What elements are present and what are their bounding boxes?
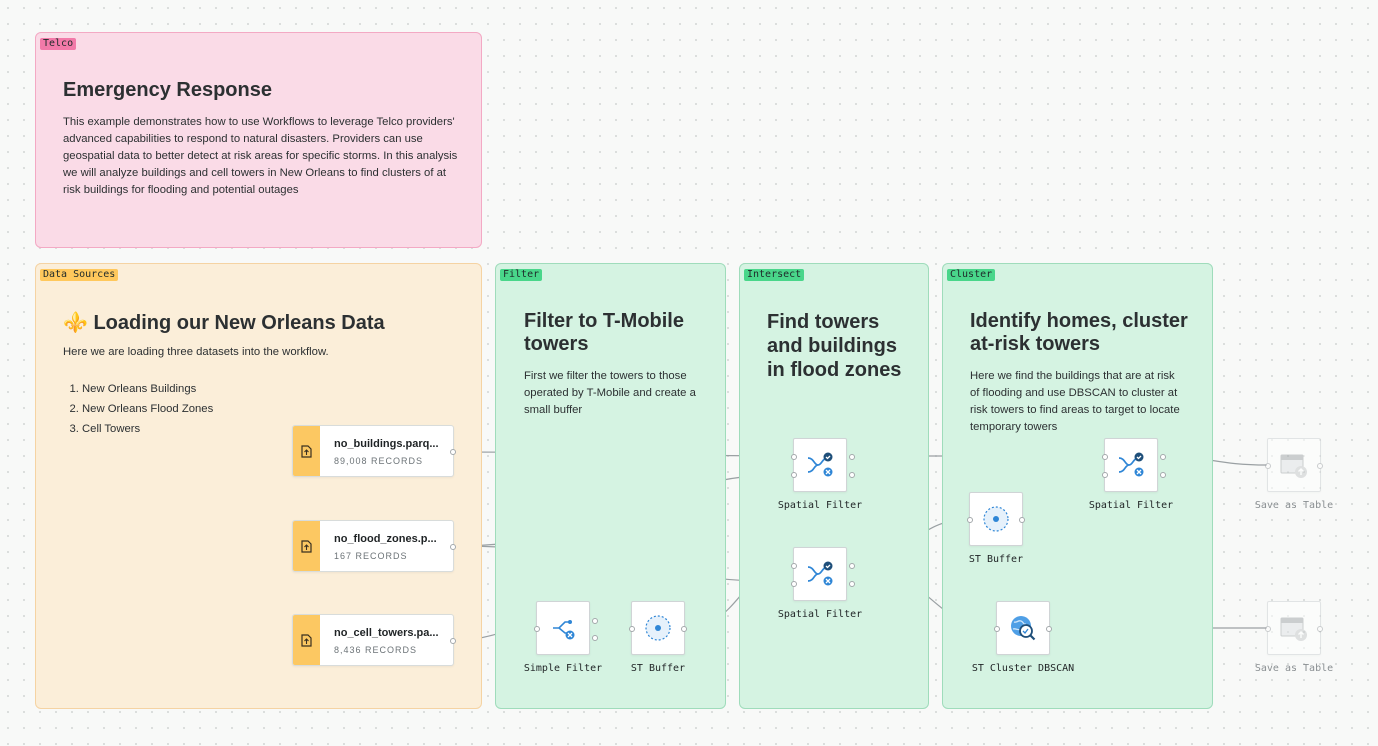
buffer-icon <box>645 615 671 641</box>
group-title: Filter to T-Mobile towers <box>524 310 684 355</box>
source-records: 167 RECORDS <box>334 551 408 561</box>
input-port[interactable] <box>534 626 540 632</box>
group-filter[interactable]: Filter Filter to T-Mobile towers First w… <box>495 263 726 709</box>
output-port[interactable] <box>450 638 456 644</box>
input-port[interactable] <box>1265 463 1271 469</box>
group-tag: Telco <box>40 38 77 50</box>
node-label: Simple Filter <box>523 663 603 674</box>
spatial-filter-icon <box>1118 452 1144 477</box>
output-port[interactable] <box>1019 517 1025 523</box>
source-node-cell-towers[interactable]: no_cell_towers.pa... 8,436 RECORDS <box>292 614 456 666</box>
group-title: Identify homes, cluster at-risk towers <box>970 310 1188 355</box>
node-simple-filter[interactable] <box>534 601 598 655</box>
output-port-false[interactable] <box>849 472 855 478</box>
input-port[interactable] <box>1265 626 1271 632</box>
node-label: ST Buffer <box>630 663 686 674</box>
save-table-icon <box>1280 617 1307 641</box>
source-records: 8,436 RECORDS <box>334 645 418 655</box>
group-description: First we filter the towers to those oper… <box>524 370 696 416</box>
source-filename: no_cell_towers.pa... <box>334 627 439 639</box>
input-port-source[interactable] <box>1102 454 1108 460</box>
source-strip <box>293 521 320 571</box>
list-item: New Orleans Buildings <box>82 379 213 399</box>
output-port[interactable] <box>681 626 687 632</box>
source-node-flood-zones[interactable]: no_flood_zones.p... 167 RECORDS <box>292 520 456 572</box>
node-label: ST Cluster DBSCAN <box>971 663 1075 674</box>
node-label: Spatial Filter <box>777 500 863 511</box>
output-port-true[interactable] <box>592 618 598 624</box>
group-tag: Data Sources <box>40 269 119 281</box>
input-port[interactable] <box>994 626 1000 632</box>
input-port[interactable] <box>629 626 635 632</box>
dataset-list: New Orleans Buildings New Orleans Flood … <box>64 379 213 439</box>
group-tag: Cluster <box>947 269 996 281</box>
spatial-filter-icon <box>807 561 833 586</box>
input-port-source[interactable] <box>791 563 797 569</box>
node-label: Save as Table <box>1254 663 1334 674</box>
node-st-cluster-dbscan[interactable] <box>994 601 1052 655</box>
node-label: Save as Table <box>1254 500 1334 511</box>
group-description: Here we find the buildings that are at r… <box>970 370 1180 433</box>
output-port-true[interactable] <box>1160 454 1166 460</box>
output-port-true[interactable] <box>849 454 855 460</box>
input-port[interactable] <box>967 517 973 523</box>
group-description: This example demonstrates how to use Wor… <box>63 116 458 196</box>
output-port[interactable] <box>450 449 456 455</box>
source-node-buildings[interactable]: no_buildings.parq... 89,008 RECORDS <box>292 425 456 477</box>
save-table-icon <box>1280 454 1307 478</box>
spatial-filter-icon <box>807 452 833 477</box>
node-st-buffer[interactable] <box>967 492 1025 546</box>
file-upload-icon <box>301 539 312 553</box>
group-title: ⚜️ Loading our New Orleans Data <box>63 312 385 334</box>
group-tag: Intersect <box>744 269 805 281</box>
output-port[interactable] <box>450 544 456 550</box>
group-telco[interactable]: Telco Emergency Response This example de… <box>35 32 482 248</box>
node-st-buffer[interactable] <box>629 601 687 655</box>
group-title: Emergency Response <box>63 79 272 101</box>
output-port-false[interactable] <box>1160 472 1166 478</box>
file-upload-icon <box>301 444 312 458</box>
input-port-filter[interactable] <box>791 472 797 478</box>
node-spatial-filter[interactable] <box>791 438 855 492</box>
output-port-false[interactable] <box>592 635 598 641</box>
node-label: ST Buffer <box>968 554 1024 565</box>
group-description: Here we are loading three datasets into … <box>63 346 329 358</box>
file-upload-icon <box>301 633 312 647</box>
source-strip <box>293 426 320 476</box>
group-cluster[interactable]: Cluster Identify homes, cluster at-risk … <box>942 263 1213 709</box>
input-port-source[interactable] <box>791 454 797 460</box>
buffer-icon <box>983 506 1009 532</box>
source-filename: no_flood_zones.p... <box>334 533 437 545</box>
node-spatial-filter[interactable] <box>791 547 855 601</box>
node-spatial-filter[interactable] <box>1102 438 1166 492</box>
group-tag: Filter <box>500 269 543 281</box>
node-save-as-table[interactable] <box>1265 601 1323 655</box>
output-port-true[interactable] <box>849 563 855 569</box>
output-port[interactable] <box>1046 626 1052 632</box>
node-label: Spatial Filter <box>777 609 863 620</box>
source-filename: no_buildings.parq... <box>334 438 439 450</box>
list-item: Cell Towers <box>82 419 213 439</box>
group-title: Find towers and buildings in flood zones <box>767 311 902 381</box>
output-port[interactable] <box>1317 626 1323 632</box>
source-strip <box>293 615 320 665</box>
output-port-false[interactable] <box>849 581 855 587</box>
source-records: 89,008 RECORDS <box>334 456 424 466</box>
list-item: New Orleans Flood Zones <box>82 399 213 419</box>
cluster-dbscan-icon <box>1011 616 1036 641</box>
input-port-filter[interactable] <box>1102 472 1108 478</box>
simple-filter-icon <box>553 620 575 640</box>
node-label: Spatial Filter <box>1088 500 1174 511</box>
node-save-as-table[interactable] <box>1265 438 1323 492</box>
input-port-filter[interactable] <box>791 581 797 587</box>
output-port[interactable] <box>1317 463 1323 469</box>
